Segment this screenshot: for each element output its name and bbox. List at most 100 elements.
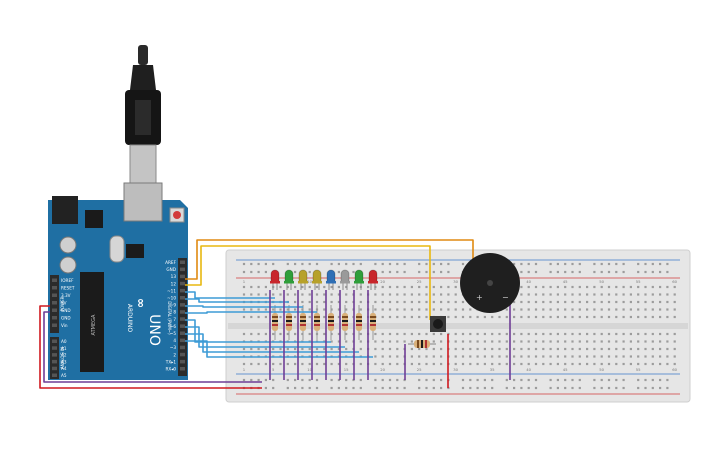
- terminal-hole[interactable]: [323, 300, 326, 304]
- terminal-hole[interactable]: [666, 340, 669, 343]
- terminal-hole[interactable]: [542, 332, 545, 336]
- digital-pin-socket[interactable]: [180, 267, 185, 272]
- terminal-hole[interactable]: [432, 347, 435, 351]
- rail-hole[interactable]: [418, 270, 421, 274]
- terminal-hole[interactable]: [571, 340, 574, 343]
- rail-hole[interactable]: [556, 386, 559, 390]
- rail-hole[interactable]: [578, 378, 581, 382]
- digital-pin-socket[interactable]: [180, 331, 185, 336]
- terminal-hole[interactable]: [549, 355, 552, 358]
- terminal-hole[interactable]: [615, 308, 618, 311]
- terminal-hole[interactable]: [520, 355, 523, 358]
- wire-led-signal[interactable]: [185, 319, 331, 343]
- terminal-hole[interactable]: [396, 355, 399, 358]
- digital-pin-socket[interactable]: [180, 359, 185, 364]
- terminal-hole[interactable]: [359, 308, 362, 311]
- terminal-hole[interactable]: [571, 308, 574, 311]
- terminal-hole[interactable]: [622, 315, 625, 319]
- analog-pin-socket[interactable]: [52, 353, 57, 357]
- rail-hole[interactable]: [593, 262, 596, 266]
- rail-hole[interactable]: [272, 386, 275, 390]
- terminal-hole[interactable]: [542, 355, 545, 358]
- wire-led-signal[interactable]: [185, 305, 303, 308]
- analog-pin-socket[interactable]: [52, 346, 57, 350]
- terminal-hole[interactable]: [520, 293, 523, 296]
- rail-hole[interactable]: [381, 270, 384, 274]
- terminal-hole[interactable]: [607, 315, 611, 319]
- terminal-hole[interactable]: [644, 315, 647, 319]
- rail-hole[interactable]: [666, 262, 669, 266]
- terminal-hole[interactable]: [330, 308, 333, 311]
- terminal-hole[interactable]: [513, 332, 516, 336]
- terminal-hole[interactable]: [308, 293, 311, 296]
- terminal-hole[interactable]: [629, 340, 632, 343]
- terminal-hole[interactable]: [476, 332, 479, 336]
- terminal-hole[interactable]: [257, 332, 260, 336]
- rail-hole[interactable]: [381, 386, 384, 390]
- digital-pin-socket[interactable]: [180, 324, 185, 328]
- terminal-hole[interactable]: [418, 355, 421, 358]
- terminal-hole[interactable]: [272, 362, 275, 366]
- rail-hole[interactable]: [527, 262, 530, 266]
- terminal-hole[interactable]: [454, 362, 457, 366]
- terminal-hole[interactable]: [432, 293, 435, 296]
- terminal-hole[interactable]: [571, 300, 574, 304]
- digital-pin-socket[interactable]: [180, 352, 185, 357]
- terminal-hole[interactable]: [556, 355, 559, 358]
- terminal-hole[interactable]: [607, 347, 611, 351]
- terminal-hole[interactable]: [505, 315, 508, 319]
- terminal-hole[interactable]: [388, 293, 392, 296]
- terminal-hole[interactable]: [337, 315, 340, 319]
- terminal-hole[interactable]: [651, 300, 654, 304]
- terminal-hole[interactable]: [659, 315, 662, 319]
- led[interactable]: [298, 269, 308, 284]
- power-pin-socket[interactable]: [52, 286, 57, 290]
- digital-pin-socket[interactable]: [180, 317, 185, 321]
- rail-hole[interactable]: [345, 378, 348, 382]
- terminal-hole[interactable]: [301, 308, 304, 311]
- terminal-hole[interactable]: [593, 300, 596, 304]
- terminal-hole[interactable]: [440, 332, 443, 336]
- usb-cable[interactable]: [125, 45, 161, 184]
- terminal-hole[interactable]: [461, 347, 465, 351]
- terminal-hole[interactable]: [673, 293, 676, 296]
- terminal-hole[interactable]: [607, 332, 611, 336]
- rail-hole[interactable]: [659, 262, 662, 266]
- terminal-hole[interactable]: [286, 362, 289, 366]
- terminal-hole[interactable]: [622, 332, 625, 336]
- rail-hole[interactable]: [352, 270, 355, 274]
- terminal-hole[interactable]: [264, 285, 267, 289]
- wires[interactable]: [39, 239, 511, 389]
- rail-hole[interactable]: [440, 378, 443, 382]
- terminal-hole[interactable]: [498, 315, 501, 319]
- terminal-hole[interactable]: [666, 355, 669, 358]
- terminal-hole[interactable]: [483, 347, 486, 351]
- terminal-hole[interactable]: [622, 355, 625, 358]
- rail-hole[interactable]: [534, 378, 538, 382]
- terminal-hole[interactable]: [505, 340, 508, 343]
- terminal-hole[interactable]: [527, 293, 530, 296]
- terminal-hole[interactable]: [330, 293, 333, 296]
- terminal-hole[interactable]: [549, 340, 552, 343]
- terminal-hole[interactable]: [600, 293, 603, 296]
- terminal-hole[interactable]: [673, 315, 676, 319]
- terminal-hole[interactable]: [578, 355, 581, 358]
- terminal-hole[interactable]: [564, 293, 567, 296]
- wire-led-signal[interactable]: [185, 340, 373, 358]
- terminal-hole[interactable]: [673, 355, 676, 358]
- rail-hole[interactable]: [337, 262, 340, 266]
- terminal-hole[interactable]: [600, 340, 603, 343]
- terminal-hole[interactable]: [308, 315, 311, 319]
- terminal-hole[interactable]: [629, 347, 632, 351]
- terminal-hole[interactable]: [586, 293, 589, 296]
- rail-hole[interactable]: [337, 270, 340, 274]
- terminal-hole[interactable]: [323, 347, 326, 351]
- terminal-hole[interactable]: [607, 300, 611, 304]
- terminal-hole[interactable]: [520, 340, 523, 343]
- terminal-hole[interactable]: [330, 300, 333, 304]
- terminal-hole[interactable]: [666, 285, 669, 289]
- terminal-hole[interactable]: [242, 362, 246, 366]
- terminal-hole[interactable]: [359, 347, 362, 351]
- terminal-hole[interactable]: [615, 347, 618, 351]
